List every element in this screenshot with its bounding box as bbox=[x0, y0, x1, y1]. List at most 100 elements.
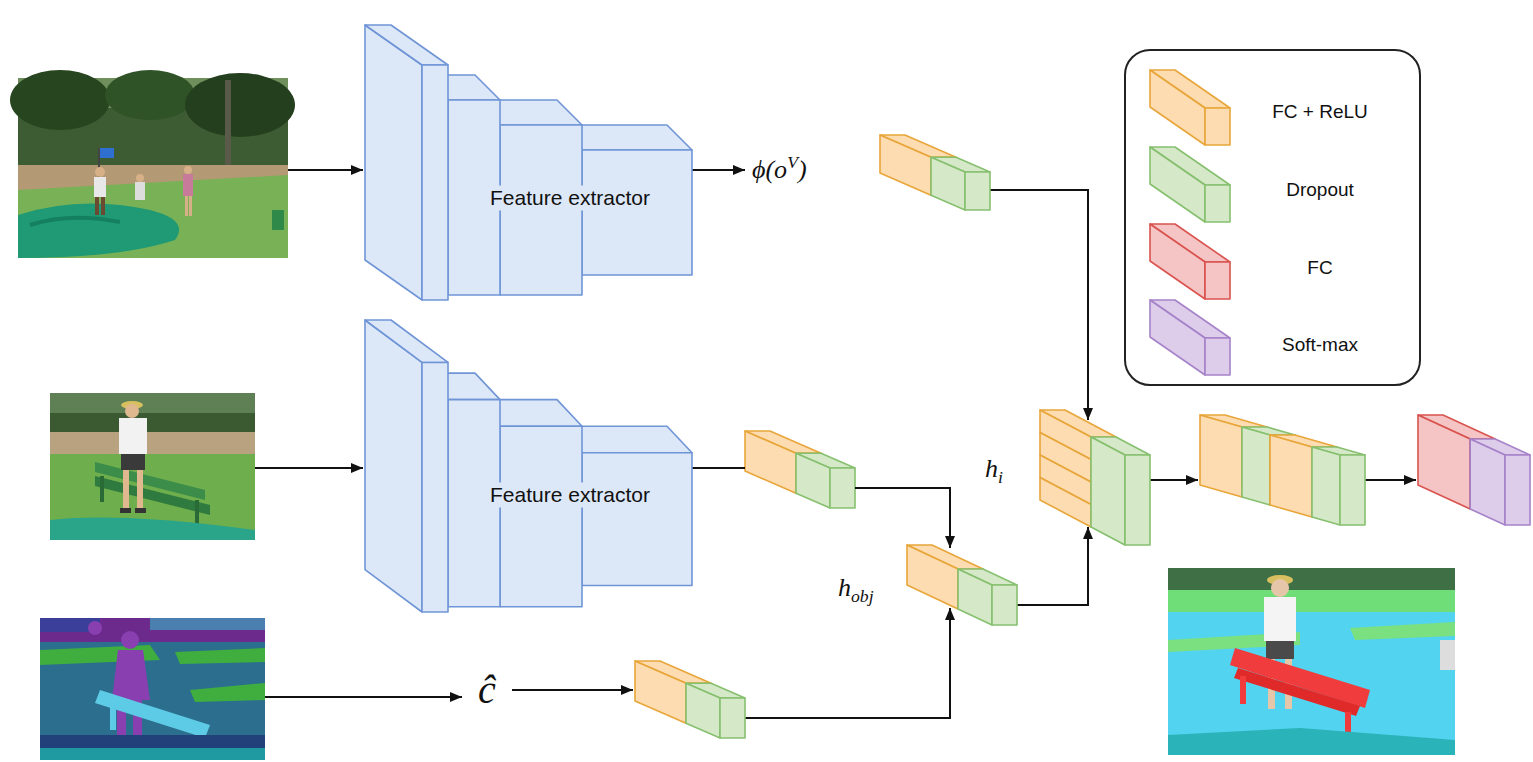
math-index: i bbox=[998, 467, 1003, 487]
scene-photo-part bbox=[95, 167, 105, 177]
output-photo-part bbox=[1168, 728, 1455, 755]
object-photo-part bbox=[120, 508, 131, 513]
scene-photo bbox=[10, 70, 295, 258]
layer-face bbox=[1418, 415, 1470, 509]
layer-face bbox=[1125, 455, 1150, 545]
math-symbol: hi bbox=[985, 453, 1003, 488]
object-photo-part bbox=[50, 393, 255, 540]
scene-photo-part bbox=[272, 210, 284, 230]
layer-face bbox=[1270, 435, 1312, 517]
object-photo bbox=[50, 393, 255, 540]
math-symbol: ϕ(oV) bbox=[752, 152, 807, 185]
layer-face bbox=[1205, 108, 1230, 145]
output-photo-part bbox=[1240, 676, 1246, 704]
extractor-layer bbox=[422, 362, 448, 612]
output-photo-part bbox=[1271, 579, 1289, 597]
scene-photo-part bbox=[18, 175, 288, 258]
segmentation-map-part bbox=[40, 735, 265, 760]
layer-face bbox=[965, 172, 990, 210]
scene-photo-part bbox=[94, 177, 106, 197]
arrow-connector bbox=[1017, 527, 1088, 605]
layer-face bbox=[1205, 262, 1230, 299]
extractor-layer bbox=[500, 426, 582, 607]
layer-face bbox=[1205, 185, 1230, 222]
extractor-layer bbox=[365, 25, 448, 65]
block-title: Feature extractor bbox=[487, 482, 653, 507]
concat-block: hi bbox=[980, 420, 1150, 527]
scene-photo-part bbox=[105, 70, 195, 120]
fc-block bbox=[635, 661, 745, 738]
segmentation-map bbox=[40, 618, 265, 760]
layer-face bbox=[907, 545, 958, 609]
object-photo-part bbox=[50, 454, 255, 540]
fc-block bbox=[745, 431, 855, 508]
block-title: Feature extractor bbox=[487, 185, 653, 210]
segmentation-map-part bbox=[40, 618, 265, 642]
flow-arrow-part bbox=[1150, 479, 1198, 481]
flow-arrow-part bbox=[265, 696, 462, 698]
layer-face bbox=[1150, 147, 1205, 222]
extractor-layer bbox=[365, 320, 422, 612]
legend-swatch bbox=[1150, 300, 1230, 375]
legend-text: FC + ReLU bbox=[1272, 101, 1368, 124]
layer-face bbox=[1200, 415, 1242, 497]
layer-face bbox=[796, 453, 830, 508]
legend-text: Soft-max bbox=[1282, 334, 1358, 357]
flow-arrow-part bbox=[255, 467, 363, 469]
segmentation-map-part bbox=[121, 631, 139, 649]
output-photo-part bbox=[1168, 568, 1455, 755]
segmentation-map-part bbox=[150, 618, 265, 630]
arrow-connector bbox=[692, 468, 950, 548]
layer-face bbox=[1040, 478, 1091, 528]
block-group bbox=[1040, 410, 1150, 545]
extractor-layer bbox=[365, 320, 448, 362]
object-photo-part bbox=[95, 476, 210, 515]
extractor-layer bbox=[365, 25, 422, 300]
legend-swatch bbox=[1150, 147, 1230, 222]
flow-arrow-part bbox=[512, 689, 633, 691]
legend-text: Dropout bbox=[1286, 179, 1354, 202]
arrow-connector bbox=[990, 190, 1088, 420]
segmentation-map-part bbox=[110, 700, 116, 730]
block-group bbox=[907, 545, 1017, 625]
scene-photo-part bbox=[185, 196, 188, 216]
extractor-layer bbox=[582, 453, 692, 586]
output-photo-part bbox=[1234, 668, 1360, 716]
object-photo-part bbox=[137, 470, 143, 508]
layer-blocks bbox=[635, 415, 1530, 738]
object-photo-part bbox=[123, 470, 129, 508]
output-photo-part bbox=[1350, 622, 1455, 640]
segmentation-map-part bbox=[40, 748, 265, 760]
scene-photo-part bbox=[100, 148, 114, 158]
legend-frame bbox=[1125, 50, 1420, 385]
legend-text: FC bbox=[1307, 257, 1332, 280]
output-photo-part bbox=[1168, 590, 1455, 612]
object-photo-part bbox=[125, 404, 139, 418]
fc-block bbox=[1200, 415, 1365, 525]
layer-face bbox=[830, 468, 855, 508]
arrow-connector bbox=[692, 169, 745, 171]
segmentation-map-part bbox=[40, 618, 265, 760]
layer-face bbox=[745, 431, 796, 493]
scene-photo-part bbox=[101, 197, 105, 215]
segmentation-map-part bbox=[88, 621, 102, 635]
block-group bbox=[880, 135, 990, 210]
output-photo-part bbox=[1264, 597, 1296, 641]
output-photo-part bbox=[1440, 640, 1455, 670]
scene-photo-part bbox=[183, 174, 193, 196]
object-photo-part bbox=[100, 476, 104, 502]
segmentation-map-part bbox=[190, 683, 265, 702]
math-symbol: ĉ bbox=[478, 666, 496, 714]
scene-photo-part bbox=[136, 174, 144, 182]
object-photo-part bbox=[119, 418, 147, 454]
layer-face bbox=[1312, 447, 1340, 525]
layer-face bbox=[1205, 338, 1230, 375]
fc-block: hobj bbox=[835, 548, 1017, 628]
scene-photo-part bbox=[185, 73, 295, 137]
scene-photo-part bbox=[189, 196, 192, 216]
scene-photo-part bbox=[10, 70, 110, 130]
extractor-drawing bbox=[365, 25, 692, 300]
feature-extractor: Feature extractor bbox=[365, 320, 692, 612]
layer-face bbox=[686, 683, 720, 738]
